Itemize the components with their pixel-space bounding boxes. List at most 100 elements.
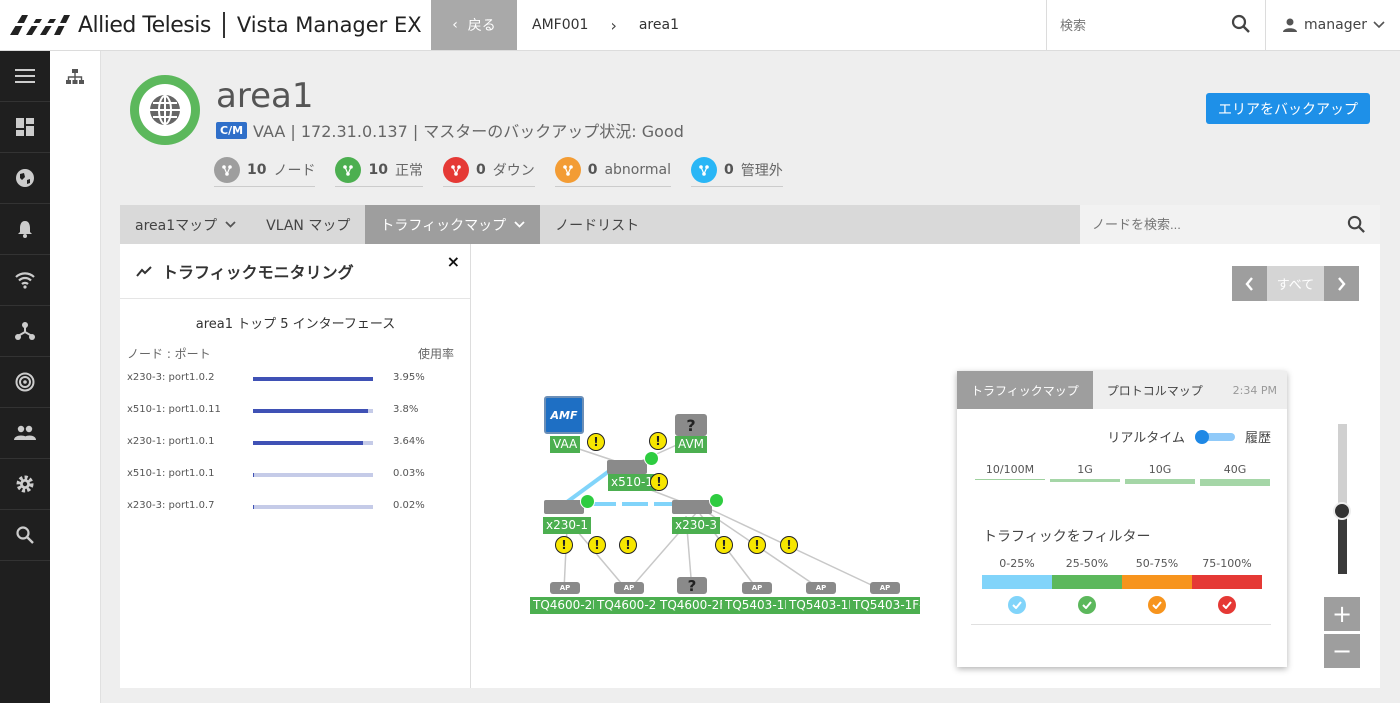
breadcrumb-amf[interactable]: AMF001 [532, 17, 589, 33]
access-point-icon[interactable]: ? [677, 577, 707, 595]
trending-up-icon [136, 266, 152, 277]
next-button[interactable] [1324, 266, 1359, 301]
node-label-ap[interactable]: TQ5403-1F-1 [722, 597, 792, 614]
warning-icon[interactable]: ! [715, 536, 733, 554]
node-label-ap[interactable]: TQ4600-2F-1 [530, 597, 600, 614]
warning-icon[interactable]: ! [649, 432, 667, 450]
access-point-icon[interactable]: AP [870, 582, 900, 594]
filter-range[interactable]: 50-75% [1122, 557, 1192, 614]
legend-tab-traffic[interactable]: トラフィックマップ [957, 371, 1093, 409]
access-point-icon[interactable]: AP [806, 582, 836, 594]
avm-device-icon[interactable]: ? [675, 414, 707, 436]
warning-icon[interactable]: ! [650, 473, 668, 491]
tab-area-map[interactable]: area1マップ [120, 205, 251, 244]
node-label-ap[interactable]: TQ4600-2F-3 [657, 597, 727, 614]
warning-icon[interactable]: ! [588, 536, 606, 554]
bandwidth-item: 40G [1200, 463, 1270, 486]
backup-area-button[interactable]: エリアをバックアップ [1206, 93, 1370, 124]
search-icon[interactable] [1231, 14, 1251, 34]
nav-users[interactable] [0, 408, 50, 459]
nav-dashboard[interactable] [0, 102, 50, 153]
status-dot-icon [214, 157, 240, 183]
nav-alarms[interactable] [0, 204, 50, 255]
tab-vlan-map[interactable]: VLAN マップ [251, 205, 365, 244]
x230-3-switch-icon[interactable] [672, 500, 712, 514]
node-label-ap[interactable]: TQ5403-1F-2 [786, 597, 856, 614]
bandwidth-line [975, 479, 1045, 480]
logo[interactable]: Allied Telesis Vista Manager EX [10, 8, 422, 42]
nav-network[interactable] [0, 153, 50, 204]
node-label-ap[interactable]: TQ4600-2F-2 [594, 597, 664, 614]
breadcrumb-area[interactable]: area1 [638, 17, 679, 33]
zoom-in-button[interactable]: + [1324, 597, 1360, 631]
filter-range[interactable]: 25-50% [1052, 557, 1122, 614]
back-button[interactable]: ‹ 戻る [431, 0, 517, 50]
node-label-vaa[interactable]: VAA [550, 436, 581, 453]
access-point-icon[interactable]: AP [550, 582, 580, 594]
nav-wireless[interactable] [0, 255, 50, 306]
warning-icon[interactable]: ! [748, 536, 766, 554]
warning-icon[interactable]: ! [780, 536, 798, 554]
all-button[interactable]: すべて [1267, 266, 1324, 301]
check-icon[interactable] [1218, 596, 1236, 614]
warning-icon[interactable]: ! [619, 536, 637, 554]
chevron-left-icon: ‹ [452, 17, 458, 33]
nav-topology[interactable] [0, 306, 50, 357]
access-point-icon[interactable]: AP [742, 582, 772, 594]
check-icon[interactable] [1078, 596, 1096, 614]
status-dot-icon [554, 157, 581, 183]
x230-1-switch-icon[interactable] [544, 500, 584, 514]
legend-time: 2:34 PM [1232, 383, 1277, 397]
nav-menu[interactable] [0, 51, 50, 102]
node-label-ap[interactable]: TQ5403-1F-3 [850, 597, 920, 614]
search-input[interactable] [1060, 17, 1225, 33]
bandwidth-line [1050, 479, 1120, 482]
usage-percent: 3.95% [393, 372, 425, 383]
zoom-slider-handle[interactable] [1333, 502, 1351, 520]
filter-range[interactable]: 0-25% [982, 557, 1052, 614]
status-label: ノード [273, 163, 316, 179]
nav-monitoring[interactable] [0, 357, 50, 408]
check-icon[interactable] [1148, 596, 1166, 614]
nav-settings[interactable] [0, 459, 50, 510]
legend-tab-protocol[interactable]: プロトコルマップ [1106, 383, 1203, 398]
vaa-device-icon[interactable]: AMF [544, 396, 584, 434]
node-label-x230-1[interactable]: x230-1 [543, 517, 591, 534]
search-icon[interactable] [1347, 215, 1366, 234]
node-label-x230-3[interactable]: x230-3 [672, 517, 720, 534]
x510-1-switch-icon[interactable] [607, 460, 647, 474]
usage-percent: 0.03% [393, 468, 425, 479]
warning-icon[interactable]: ! [587, 433, 605, 451]
check-icon[interactable] [1008, 596, 1026, 614]
node-label-avm[interactable]: AVM [675, 436, 708, 453]
zoom-out-button[interactable]: − [1324, 634, 1360, 668]
access-point-icon[interactable]: AP [614, 582, 644, 594]
sitemap-icon[interactable] [66, 69, 84, 85]
node-label-x510-1[interactable]: x510-1 [608, 474, 656, 491]
realtime-history-toggle[interactable] [1194, 429, 1235, 444]
warning-icon[interactable]: ! [555, 536, 573, 554]
user-menu[interactable]: manager [1267, 0, 1400, 50]
globe-icon [150, 95, 180, 125]
tab-node-list[interactable]: ノードリスト [540, 205, 654, 244]
tab-node-list-label: ノードリスト [555, 217, 640, 234]
prev-button[interactable] [1232, 266, 1267, 301]
node-search-input[interactable] [1092, 217, 1332, 232]
nav-search[interactable] [0, 510, 50, 561]
filter-range[interactable]: 75-100% [1192, 557, 1262, 614]
chevron-down-icon [225, 221, 236, 228]
range-swatch [982, 575, 1052, 589]
toggle-track [1198, 432, 1235, 441]
close-icon[interactable]: × [446, 252, 460, 271]
tab-traffic-map[interactable]: トラフィックマップ [365, 205, 541, 244]
